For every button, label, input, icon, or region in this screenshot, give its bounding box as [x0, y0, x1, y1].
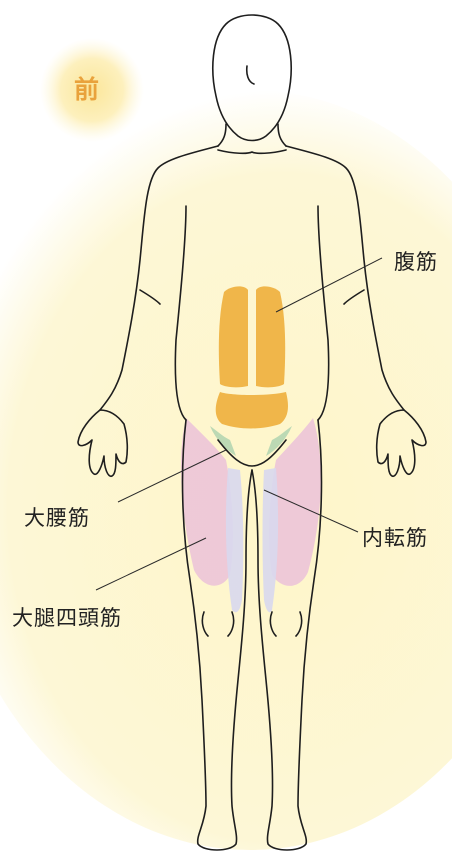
label-abdominal: 腹筋	[394, 246, 438, 276]
label-psoas: 大腰筋	[24, 502, 90, 532]
label-adductor: 内転筋	[362, 522, 428, 552]
view-label: 前	[74, 70, 99, 106]
label-quadriceps: 大腿四頭筋	[12, 602, 122, 632]
